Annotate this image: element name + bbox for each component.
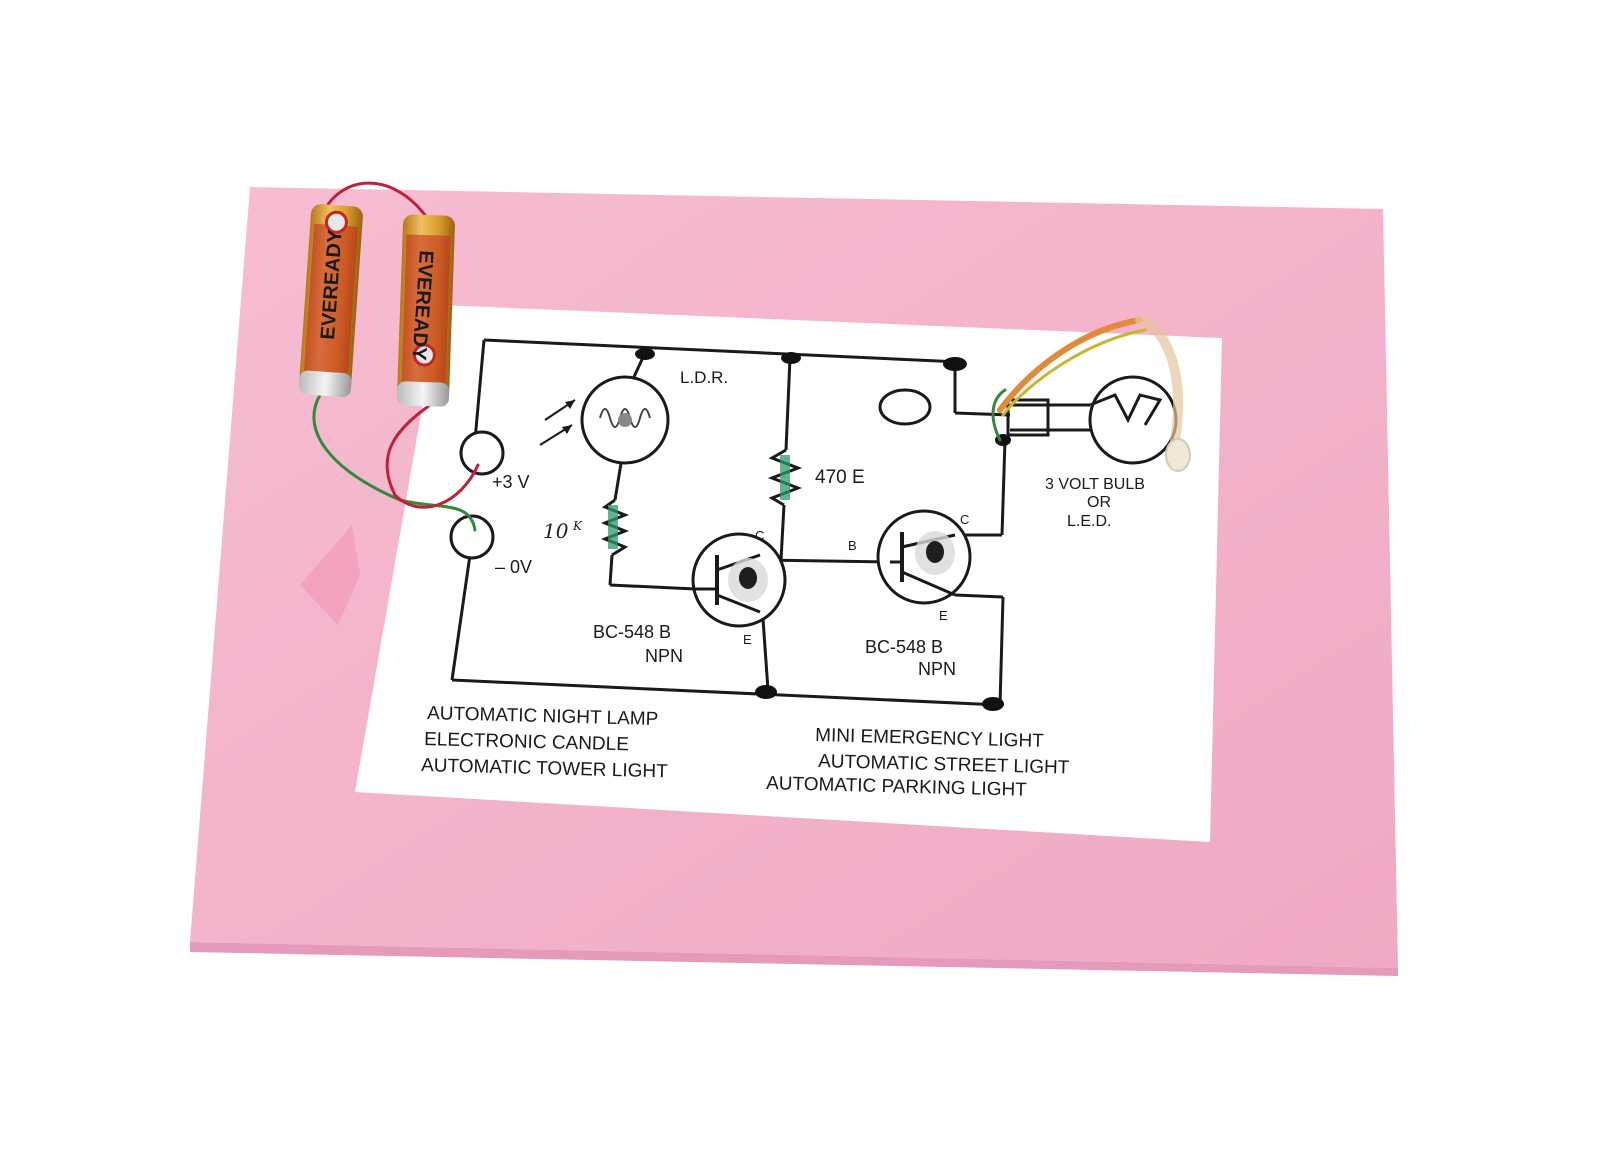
circuit-lines	[450, 338, 1011, 707]
label-t1-part: BC-548 B	[593, 622, 671, 642]
label-ldr: L.D.R.	[680, 368, 728, 387]
ldr-sensor	[539, 375, 670, 465]
transistor-1	[691, 532, 787, 628]
label-t2-b: B	[848, 538, 857, 553]
label-0v: – 0V	[495, 557, 532, 577]
label-t1-c: C	[755, 528, 764, 543]
label-10k: 10	[543, 519, 569, 543]
label-bulb-3: L.E.D.	[1067, 513, 1111, 530]
label-t2-part: BC-548 B	[865, 637, 943, 657]
bulb-symbol	[1006, 375, 1178, 465]
led-wires	[991, 315, 1191, 472]
label-bulb-2: OR	[1087, 494, 1111, 511]
terminal-minus	[449, 514, 495, 560]
battery-right	[396, 214, 455, 407]
label-t1-type: NPN	[645, 646, 683, 666]
solder-dots	[635, 348, 1011, 711]
battery-wires	[312, 181, 480, 532]
label-10k-unit: K	[572, 519, 583, 533]
label-t2-e: E	[939, 608, 948, 623]
label-t1-e: E	[743, 632, 752, 647]
resistor-470	[767, 448, 803, 507]
label-bulb-1: 3 VOLT BULB	[1045, 476, 1145, 493]
battery-left	[298, 204, 363, 398]
label-t2-type: NPN	[918, 659, 956, 679]
empty-circle-marker	[878, 388, 932, 426]
transistor-2	[876, 509, 972, 605]
resistor-10k	[600, 498, 630, 557]
label-plus3v: +3 V	[492, 472, 530, 492]
label-470: 470 E	[815, 467, 865, 488]
terminal-plus	[459, 430, 505, 476]
label-t2-c: C	[960, 512, 969, 527]
